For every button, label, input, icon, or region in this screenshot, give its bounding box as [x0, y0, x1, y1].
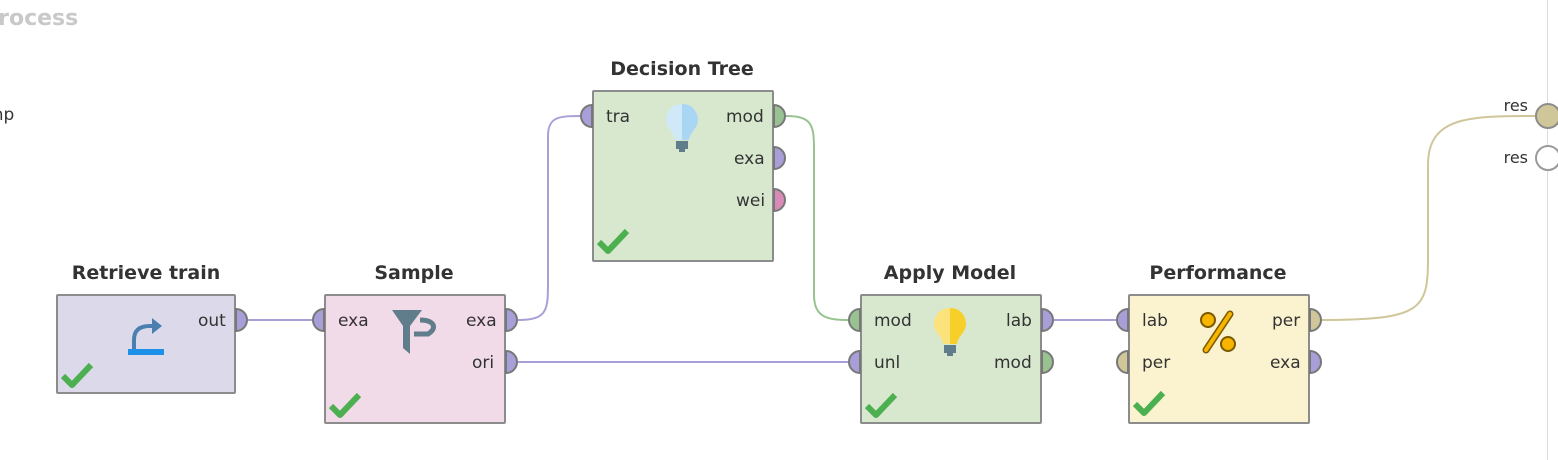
apply-model-port-label-out-lab: lab — [1006, 311, 1032, 331]
sample-port-label-in-exa: exa — [338, 311, 369, 331]
lightbulb-blue-icon — [666, 104, 698, 152]
apply-model-port-label-in-unl: unl — [874, 353, 901, 373]
connection-decision-tree-to-apply-model[interactable] — [785, 115, 851, 321]
result-panel-divider — [1547, 0, 1548, 460]
performance-port-label-in-lab: lab — [1142, 311, 1168, 331]
apply-model-operator-title: Apply Model — [883, 262, 1017, 284]
result-port-label-2: res — [1503, 148, 1528, 167]
process-title: Process — [0, 6, 79, 31]
result-port-1[interactable] — [1535, 103, 1558, 129]
decision-tree-port-label-out-exa: exa — [734, 149, 765, 169]
retrieve-arrow-icon — [128, 318, 164, 355]
retrieve-operator[interactable] — [56, 294, 236, 394]
retrieve-port-label-out: out — [198, 311, 226, 331]
performance-operator-title: Performance — [1149, 262, 1287, 284]
retrieve-operator-title: Retrieve train — [71, 262, 221, 284]
performance-operator[interactable] — [1128, 294, 1310, 424]
retrieve-success-check-icon — [60, 362, 94, 388]
performance-port-label-out-exa: exa — [1270, 353, 1301, 373]
decision-tree-operator-title: Decision Tree — [610, 58, 754, 80]
sample-operator-title: Sample — [374, 262, 454, 284]
result-port-label-1: res — [1503, 96, 1528, 115]
sample-success-check-icon — [328, 392, 362, 418]
sample-port-label-out-ori: ori — [472, 353, 495, 373]
percent-icon — [1200, 310, 1236, 354]
performance-port-label-in-per: per — [1142, 353, 1171, 373]
sample-port-label-out-exa: exa — [466, 311, 497, 331]
funnel-icon — [392, 310, 436, 354]
result-port-2[interactable] — [1535, 145, 1558, 171]
apply-model-success-check-icon — [864, 392, 898, 418]
decision-tree-success-check-icon — [596, 228, 630, 254]
apply-model-port-label-out-mod: mod — [994, 353, 1032, 373]
decision-tree-port-label-out-wei: wei — [736, 191, 766, 211]
decision-tree-port-label-in-tra: tra — [606, 107, 631, 127]
lightbulb-yellow-icon — [934, 308, 966, 356]
performance-success-check-icon — [1132, 390, 1166, 416]
process-input-port-label: inp — [0, 105, 15, 125]
connection-performance-to-result[interactable] — [1321, 115, 1537, 321]
connection-sample-to-decision-tree[interactable] — [517, 115, 583, 321]
performance-port-label-out-per: per — [1272, 311, 1301, 331]
decision-tree-port-label-out-mod: mod — [726, 107, 764, 127]
apply-model-port-label-in-mod: mod — [874, 311, 912, 331]
